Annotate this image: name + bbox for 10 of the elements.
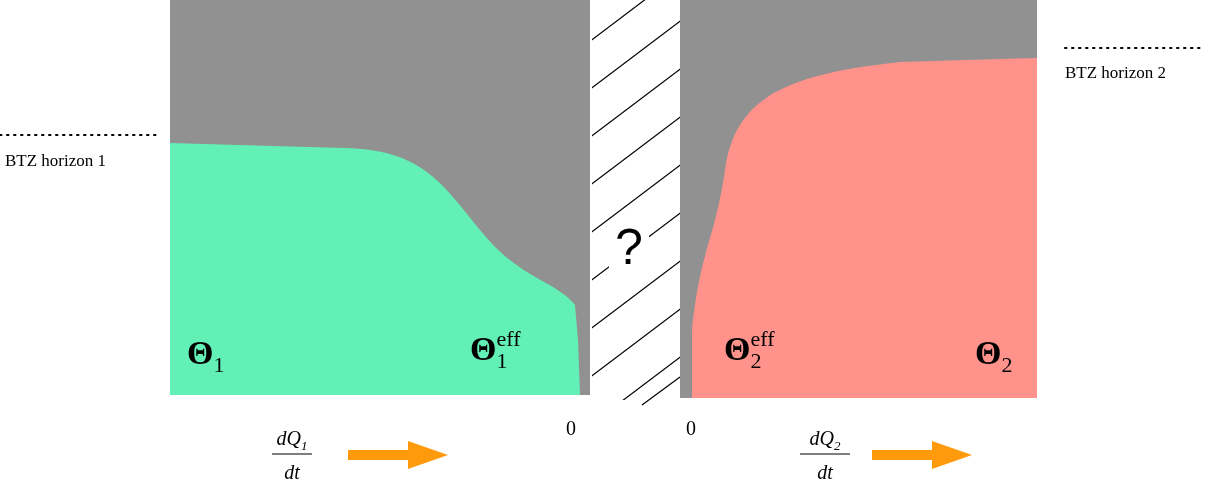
- temperature-label: Θ$_{1}$: [187, 336, 225, 376]
- axis-origin-label: 0: [686, 418, 696, 438]
- horizon-label: BTZ horizon 1: [5, 152, 107, 169]
- temperature-label: Θ$_{2}$: [975, 336, 1013, 376]
- fraction-numerator: dQ$_{2}$: [808, 428, 842, 452]
- fraction-denominator: dt: [283, 462, 301, 482]
- axis-origin-label: 0: [566, 418, 576, 438]
- fraction-numerator: dQ$_{1}$: [275, 428, 309, 452]
- fraction-denominator: dt: [816, 462, 834, 482]
- horizon-label: BTZ horizon 2: [1065, 64, 1167, 81]
